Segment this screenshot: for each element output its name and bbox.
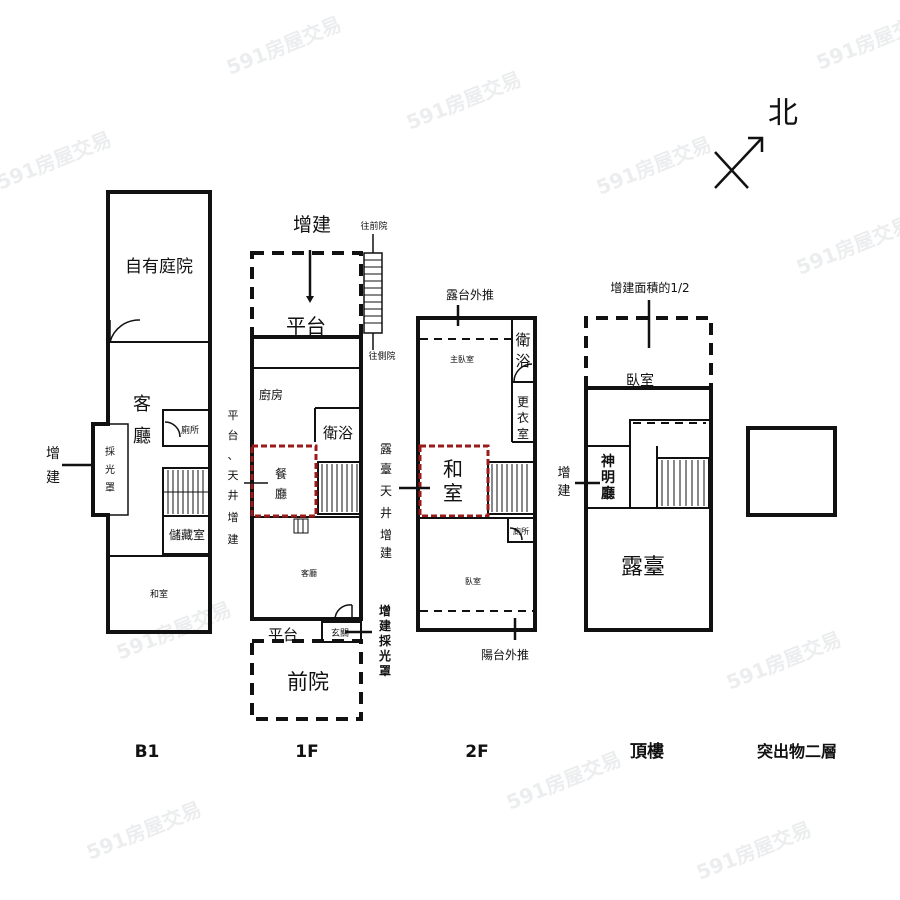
svg-text:光: 光	[378, 648, 391, 663]
skylight-char-3: 罩	[105, 482, 115, 494]
svg-text:衣: 衣	[517, 410, 529, 425]
watermark: 591房屋交易	[403, 67, 525, 135]
floor-penthouse: 突出物二層	[746, 426, 837, 761]
floor-title-1f: 1F	[295, 742, 318, 762]
room-living-char-1: 客	[133, 394, 151, 415]
svg-text:罩: 罩	[379, 664, 391, 678]
svg-text:建: 建	[380, 546, 392, 560]
room-living: 客廳	[301, 568, 317, 578]
svg-text:增: 增	[228, 510, 239, 524]
svg-text:、: 、	[228, 449, 239, 462]
floor-title-b1: B1	[135, 742, 160, 762]
watermark: 591房屋交易	[223, 12, 345, 80]
svg-text:台: 台	[228, 428, 239, 442]
half-area-note: 增建面積的1/2	[610, 280, 689, 295]
skylight-char-2: 光	[105, 463, 115, 476]
svg-text:井: 井	[228, 488, 239, 502]
svg-text:天: 天	[228, 469, 239, 482]
watermark: 591房屋交易	[593, 132, 715, 200]
watermark: 591房屋交易	[0, 127, 115, 195]
floor-title-2f: 2F	[465, 742, 488, 762]
room-entrance: 玄關	[331, 627, 349, 639]
room-toilet: 廁所	[181, 424, 199, 436]
svg-text:露: 露	[380, 442, 392, 456]
room-dining-char-1: 餐	[275, 466, 287, 481]
room-storage: 儲藏室	[169, 527, 205, 542]
watermark: 591房屋交易	[693, 817, 815, 885]
room-japanese: 和室	[150, 588, 168, 600]
room-bath-char-1: 衛	[515, 331, 530, 349]
to-front-yard-note: 往前院	[360, 220, 387, 232]
svg-text:增: 增	[380, 528, 392, 542]
svg-text:明: 明	[601, 470, 615, 486]
watermark: 591房屋交易	[503, 747, 625, 815]
svg-text:天: 天	[380, 484, 392, 498]
room-bedroom: 臥室	[626, 372, 654, 389]
svg-text:建: 建	[228, 532, 239, 546]
room-front-yard: 前院	[287, 670, 329, 694]
watermark: 591房屋交易	[83, 797, 205, 865]
room-kitchen: 廚房	[259, 387, 283, 402]
svg-text:室: 室	[517, 426, 529, 441]
left-note-platform-skylight: 平 台 、 天 井 增 建	[228, 409, 239, 546]
svg-text:神: 神	[601, 453, 615, 470]
room-bath-char-2: 浴	[515, 352, 530, 370]
room-dining-char-2: 廳	[275, 486, 287, 501]
terrace-push-note: 露台外推	[446, 287, 494, 302]
room-terrace: 露臺	[621, 555, 665, 580]
north-label: 北	[768, 96, 798, 131]
room-japanese-char-2: 室	[443, 481, 463, 505]
north-compass: 北	[714, 96, 798, 189]
svg-text:採: 採	[379, 633, 392, 648]
floor-1f: 增建 平台 往前院 往側院 廚房 衛浴 餐 廳 客廳 平台 玄關 前院 平 台 …	[228, 214, 396, 762]
watermark: 591房屋交易	[723, 627, 845, 695]
extension-note-char-1: 增	[557, 466, 570, 481]
extension-note-char-1: 增	[46, 446, 60, 462]
svg-text:增: 增	[379, 603, 391, 618]
svg-text:建: 建	[378, 618, 392, 633]
room-master-bedroom: 主臥室	[450, 354, 474, 364]
room-bedroom: 臥室	[465, 576, 481, 586]
svg-text:平: 平	[228, 409, 239, 422]
svg-text:臺: 臺	[380, 461, 392, 476]
room-closet: 更 衣 室	[517, 395, 529, 441]
extension-note-char-2: 建	[46, 470, 60, 486]
extension-note-top: 增建	[293, 214, 331, 236]
balcony-push-note: 陽台外推	[481, 647, 529, 662]
room-platform-bottom: 平台	[268, 626, 298, 644]
room-shrine: 神 明 廳	[601, 453, 615, 502]
floor-b1: 自有庭院 客 廳 廁所 採 光 罩 儲藏室 和室 增 建 B1	[46, 190, 212, 762]
floor-roof: 增建面積的1/2 臥室 神 明 廳 露臺 增 建 頂樓	[557, 280, 713, 762]
floor-title-roof: 頂樓	[630, 741, 664, 762]
room-toilet: 廁所	[513, 526, 529, 536]
left-note-terrace-skylight: 露 臺 天 井 增 建	[380, 442, 392, 560]
skylight-char-1: 採	[105, 445, 115, 458]
floor-title-penthouse: 突出物二層	[757, 742, 837, 761]
floor-2f: 露台外推 主臥室 衛 浴 更 衣 室 和 室 廁所 臥室 陽台外推 露 臺 天 …	[380, 287, 537, 762]
room-japanese-char-1: 和	[443, 457, 463, 481]
watermark: 591房屋交易	[813, 7, 900, 75]
room-platform-top: 平台	[286, 314, 326, 338]
extension-note-char-2: 建	[557, 484, 570, 499]
room-courtyard: 自有庭院	[125, 257, 193, 277]
right-note-skylight-extension: 增 建 採 光 罩	[378, 603, 392, 678]
room-bath: 衛浴	[323, 424, 353, 442]
svg-text:井: 井	[380, 506, 392, 520]
room-living-char-2: 廳	[133, 426, 151, 447]
svg-text:更: 更	[517, 395, 529, 409]
svg-text:廳: 廳	[601, 485, 615, 502]
to-side-yard-note: 往側院	[368, 350, 395, 362]
watermark: 591房屋交易	[793, 212, 900, 280]
